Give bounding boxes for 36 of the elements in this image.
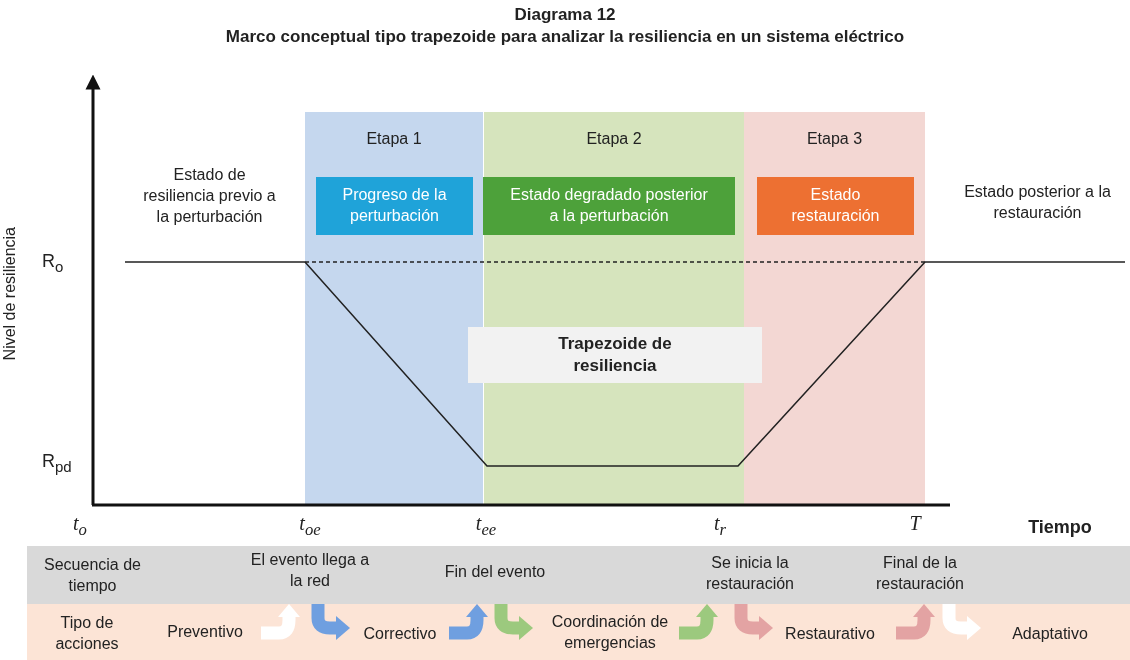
diagram-title: Diagrama 12 bbox=[513, 4, 617, 26]
phase-label: Estado de resiliencia previo a la perturbación bbox=[142, 165, 277, 227]
stage-label-box bbox=[316, 177, 473, 235]
action-label: Preventivo bbox=[166, 622, 244, 642]
event-label: Final de la restauración bbox=[874, 553, 965, 594]
event-label: El evento llega a la red bbox=[249, 550, 371, 591]
action-label: Coordinación de emergencias bbox=[550, 612, 670, 653]
axis-title: Tiempo bbox=[1027, 516, 1093, 539]
axis-tick-label: t$_{o}$ bbox=[72, 511, 88, 541]
box-text: Estado restauración bbox=[790, 185, 881, 226]
axis-tick-label: t$_{oe}$ bbox=[298, 511, 322, 541]
stage-band bbox=[744, 112, 925, 505]
diagram-caption: Marco conceptual tipo trapezoide para analizar la resiliencia en un sistema eléctrico bbox=[224, 26, 906, 48]
box-text: Trapezoide de resiliencia bbox=[557, 332, 673, 377]
phase-label: Estado posterior a la restauración bbox=[963, 182, 1112, 223]
action-label: Correctivo bbox=[362, 624, 438, 644]
action-label: Adaptativo bbox=[1011, 624, 1089, 644]
box-text: Estado degradado posterior a la perturbación bbox=[509, 185, 709, 226]
row-header: Secuencia de tiempo bbox=[43, 555, 142, 596]
axis-tick-label: R$_{pd}$ bbox=[42, 450, 73, 477]
box-text: Progreso de la perturbación bbox=[341, 185, 448, 226]
stage-title: Etapa 2 bbox=[585, 130, 643, 148]
stage-band bbox=[305, 112, 483, 505]
event-label: Se inicia la restauración bbox=[704, 553, 795, 594]
axis-tick-label: T bbox=[908, 511, 923, 536]
event-label: Fin del evento bbox=[443, 562, 547, 582]
action-label: Restaurativo bbox=[784, 624, 876, 644]
axis-tick-label: t$_{ee}$ bbox=[474, 511, 498, 541]
row-header: Tipo de acciones bbox=[54, 613, 120, 654]
stage-label-box bbox=[757, 177, 914, 235]
stage-title: Etapa 3 bbox=[805, 130, 864, 148]
trapezoid-label-box bbox=[468, 327, 762, 383]
stage-label-box bbox=[483, 177, 735, 235]
axis-tick-label: t$_{r}$ bbox=[712, 511, 727, 541]
stage-title: Etapa 1 bbox=[365, 130, 423, 148]
axis-tick-label: R$_{o}$ bbox=[42, 250, 65, 277]
